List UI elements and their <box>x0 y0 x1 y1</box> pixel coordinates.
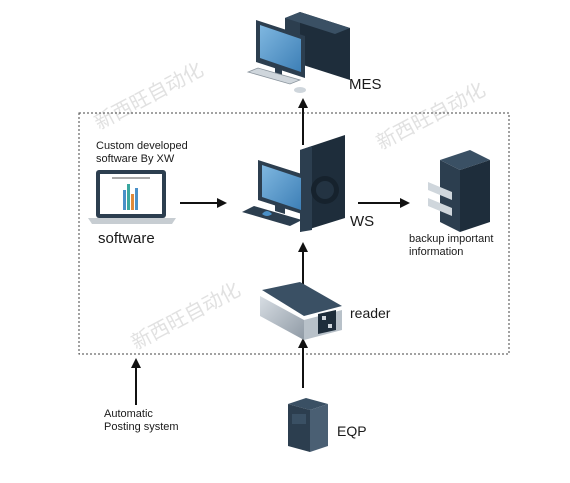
software-caption: Custom developed software By XW <box>96 140 188 166</box>
mes-computer-icon <box>246 12 350 93</box>
backup-label-line: backup important <box>409 233 494 245</box>
software-label: software <box>98 230 155 247</box>
mes-label: MES <box>349 76 382 93</box>
reader-label: reader <box>350 305 391 321</box>
system-boundary <box>78 112 510 355</box>
backup-label-line: information <box>409 246 464 258</box>
eqp-label: EQP <box>337 423 367 439</box>
posting-system-label-line: Automatic <box>104 408 153 420</box>
posting-system-label: Automatic Posting system <box>104 408 179 434</box>
posting-system-label-line: Posting system <box>104 421 179 433</box>
server-icon <box>428 150 490 232</box>
backup-label: backup important information <box>409 233 493 259</box>
workstation-icon <box>242 135 345 232</box>
laptop-icon <box>88 170 176 224</box>
software-caption-line: Custom developed <box>96 140 188 152</box>
equipment-icon <box>288 398 328 452</box>
software-caption-line: software By XW <box>96 153 175 165</box>
reader-camera-icon <box>260 282 342 340</box>
ws-label: WS <box>350 213 375 230</box>
